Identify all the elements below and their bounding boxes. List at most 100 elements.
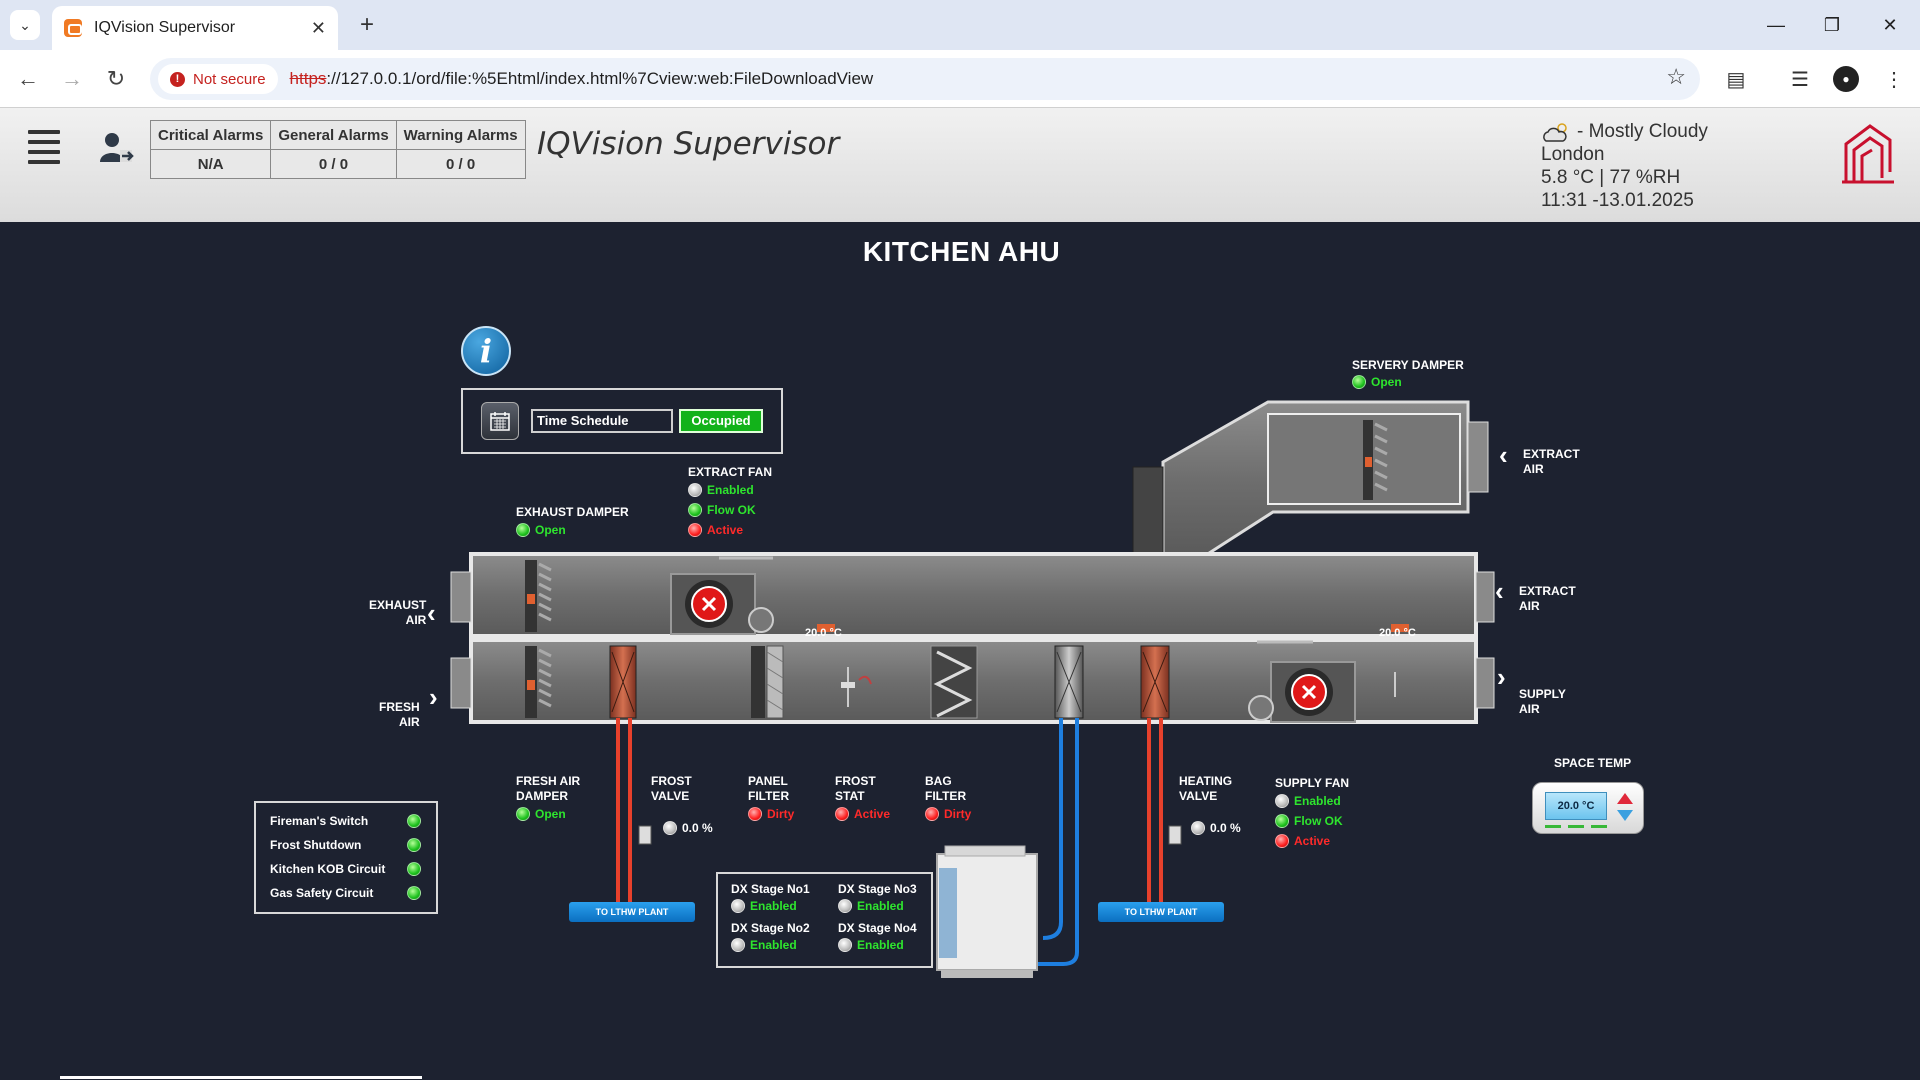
dx-stage-3-label: DX Stage No3 [838, 882, 917, 896]
minimize-icon[interactable]: — [1767, 14, 1785, 35]
tab-favicon-icon [64, 19, 82, 37]
supply-fan-flow[interactable]: Flow OK [1275, 814, 1343, 828]
extensions-icon[interactable]: ▤ [1726, 68, 1746, 91]
browser-toolbar: ← → ↻ ! Not secure https://127.0.0.1/ord… [0, 50, 1920, 108]
frost-coil-pipes [616, 718, 652, 902]
extract-temp-left[interactable]: 20.0 °C [805, 627, 842, 639]
info-icon[interactable]: i [461, 326, 511, 376]
restore-icon[interactable]: ❐ [1823, 14, 1841, 35]
not-secure-chip[interactable]: ! Not secure [158, 64, 278, 94]
extract-top-arrow-icon: ‹ [1499, 440, 1508, 470]
extract-temp-right[interactable]: 20.0 °C [1379, 627, 1416, 639]
window-close-icon[interactable]: ✕ [1882, 14, 1898, 35]
browser-menu-icon[interactable]: ⋮ [1884, 68, 1904, 91]
extract-temp-sensor-right [1391, 624, 1409, 632]
extract-fan-active[interactable]: Active [688, 523, 743, 537]
app-title: IQVision Supervisor [537, 126, 840, 162]
dx-stage-1-status[interactable]: Enabled [731, 899, 797, 913]
heating-valve-position[interactable]: 0.0 % [1191, 821, 1241, 835]
status-led-icon [838, 938, 852, 952]
servery-damper-label: SERVERY DAMPER [1352, 358, 1464, 372]
extract-fan-unit [670, 556, 774, 635]
servery-duct [1132, 400, 1489, 563]
horizontal-scrollbar[interactable] [60, 1076, 422, 1079]
status-led-icon[interactable] [407, 886, 421, 900]
bag-filter-status[interactable]: Dirty [925, 807, 971, 821]
fresh-air-damper-blades [525, 646, 552, 718]
exhaust-damper-status[interactable]: Open [516, 523, 566, 537]
extract-fan-enabled[interactable]: Enabled [688, 483, 754, 497]
tab-search-dropdown-icon[interactable]: ⌄ [10, 10, 40, 40]
status-led-icon[interactable] [407, 838, 421, 852]
user-switch-icon[interactable] [98, 130, 134, 166]
bookmark-star-icon[interactable]: ☆ [1666, 64, 1686, 89]
servery-damper-blades [1363, 420, 1388, 500]
status-led-icon[interactable] [407, 862, 421, 876]
reload-icon[interactable]: ↻ [106, 66, 126, 91]
space-temp-thermostat[interactable]: 20.0 °C [1532, 782, 1644, 834]
supply-fan-active[interactable]: Active [1275, 834, 1330, 848]
browser-tab[interactable]: IQVision Supervisor ✕ [52, 6, 338, 50]
url-text[interactable]: https://127.0.0.1/ord/file:%5Ehtml/index… [290, 69, 874, 89]
status-led-icon [1275, 834, 1289, 848]
panel-filter-status[interactable]: Dirty [748, 807, 794, 821]
url-scheme: https [289, 69, 327, 88]
dx-refrigerant-pipes [1033, 718, 1079, 966]
critical-alarms-value[interactable]: N/A [149, 149, 272, 179]
hamburger-menu-icon[interactable] [28, 130, 60, 164]
exhaust-damper-blades [525, 560, 552, 632]
status-led-icon [688, 503, 702, 517]
thermostat-indicator-bars [1545, 825, 1607, 828]
warning-alarms-value[interactable]: 0 / 0 [395, 149, 526, 179]
supply-fan-enabled[interactable]: Enabled [1275, 794, 1341, 808]
dx-stage-2-status[interactable]: Enabled [731, 938, 797, 952]
general-alarms-value[interactable]: 0 / 0 [270, 149, 397, 179]
status-led-icon [1352, 375, 1366, 389]
status-led-icon [731, 938, 745, 952]
new-tab-button[interactable]: + [359, 11, 374, 38]
status-led-icon [516, 523, 530, 537]
servery-damper-status[interactable]: Open [1352, 375, 1402, 389]
extract-temp-sensor-left [817, 624, 835, 632]
supply-fan-label: SUPPLY FAN [1275, 776, 1350, 790]
frost-valve-position[interactable]: 0.0 % [663, 821, 713, 835]
extract-fan-flow[interactable]: Flow OK [688, 503, 756, 517]
dx-stage-4-status[interactable]: Enabled [838, 938, 904, 952]
alarm-summary-table[interactable]: Critical Alarms General Alarms Warning A… [149, 120, 526, 179]
fresh-air-damper-status[interactable]: Open [516, 807, 566, 821]
frost-stat-sensor [841, 667, 872, 707]
status-led-icon [1191, 821, 1205, 835]
forward-icon[interactable]: → [61, 66, 83, 91]
status-led-icon [731, 899, 745, 913]
weather-condition: - Mostly Cloudy [1577, 121, 1708, 142]
dx-stage-3-status[interactable]: Enabled [838, 899, 904, 913]
back-icon[interactable]: ← [17, 66, 39, 91]
status-led-icon [748, 807, 762, 821]
setpoint-up-down-icon[interactable] [1615, 791, 1635, 823]
weather-datetime: 11:31 -13.01.2025 [1541, 190, 1694, 211]
address-bar[interactable]: ! Not secure https://127.0.0.1/ord/file:… [150, 58, 1700, 100]
calendar-icon[interactable] [481, 402, 519, 440]
ahu-schematic [450, 400, 1495, 978]
fresh-arrow-icon: › [429, 682, 438, 712]
browser-tab-bar: ⌄ IQVision Supervisor ✕ + — ❐ ✕ [0, 0, 1920, 50]
to-lthw-plant-button-frost[interactable]: TO LTHW PLANT [569, 902, 695, 922]
frost-stat-status[interactable]: Active [835, 807, 890, 821]
time-schedule-panel: Time Schedule Occupied [461, 388, 783, 454]
profile-avatar-icon[interactable]: ● [1830, 63, 1862, 95]
media-control-icon[interactable]: ☰ [1791, 68, 1809, 91]
ahu-graphic: KITCHEN AHU i Time Schedule Occupied [3, 222, 1920, 1080]
to-lthw-plant-button-heating[interactable]: TO LTHW PLANT [1098, 902, 1224, 922]
tab-close-icon[interactable]: ✕ [310, 17, 326, 38]
occupancy-status[interactable]: Occupied [679, 409, 763, 433]
time-schedule-label[interactable]: Time Schedule [531, 409, 673, 433]
status-led-icon[interactable] [407, 814, 421, 828]
